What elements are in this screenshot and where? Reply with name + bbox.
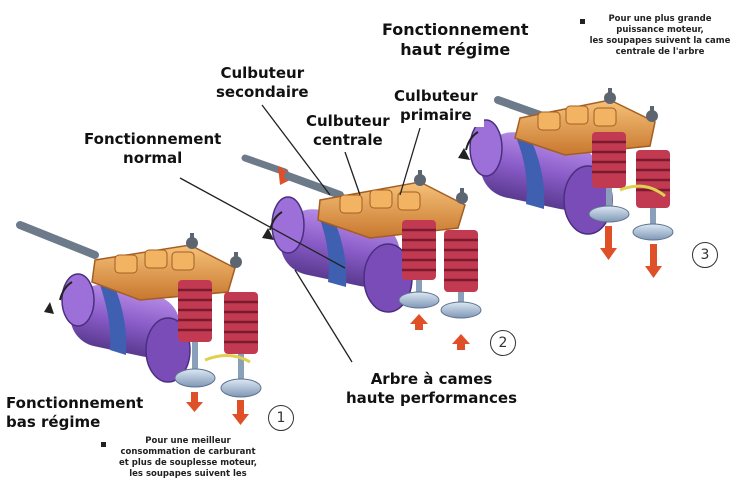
label-arbre-line1: Arbre à cames: [370, 370, 493, 388]
note-bottom-line4: les soupapes suivent les: [129, 469, 247, 480]
leader-lines: [179, 104, 421, 363]
label-haut-regime-line2: haut régime: [400, 40, 511, 59]
rocker-shaft: [16, 221, 99, 259]
label-culbuteur-primaire: Culbuteur primaire: [388, 85, 484, 127]
note-bottom-line2: consommation de carburant: [120, 447, 256, 458]
step-number-2: 2: [490, 330, 516, 356]
note-top-line2: puissance moteur,: [616, 25, 704, 36]
rockers: [91, 233, 242, 301]
label-culbuteur-centrale: Culbuteur centrale: [300, 110, 396, 152]
label-bas-regime-line2: bas régime: [6, 412, 101, 431]
label-bas-regime: Fonctionnement bas régime: [2, 392, 148, 434]
plunger: [241, 154, 289, 176]
label-centrale-line2: centrale: [312, 130, 383, 149]
note-top-line4: centrale de l'arbre: [615, 47, 705, 58]
note-bullet-top: [580, 19, 585, 24]
rockers: [317, 170, 468, 239]
assembly-haut-regime: [458, 88, 674, 278]
note-bottom-line3: et plus de souplesse moteur,: [119, 458, 257, 469]
label-haut-regime-line1: Fonctionnement: [382, 20, 529, 39]
valve-springs: [398, 220, 482, 319]
label-secondaire-line1: Culbuteur: [220, 64, 305, 82]
valve-springs: [588, 132, 674, 241]
rocker-shaft: [494, 96, 544, 119]
label-normal-line2: normal: [123, 148, 183, 167]
note-top-line3: les soupapes suivent la came: [589, 36, 731, 47]
label-arbre-a-cames: Arbre à cames haute performances: [340, 368, 524, 410]
note-bas-regime: Pour une meilleur consommation de carbur…: [108, 436, 268, 481]
note-bottom-line1: Pour une meilleur: [145, 436, 231, 446]
valve-arrows-down: [186, 392, 249, 425]
label-secondaire-line2: secondaire: [216, 82, 309, 101]
label-normal-line1: Fonctionnement: [84, 130, 222, 148]
note-haut-regime: Pour une plus grande puissance moteur, l…: [585, 14, 735, 59]
rockers: [514, 88, 658, 156]
assembly-bas-regime: [16, 221, 262, 425]
label-primaire-line1: Culbuteur: [394, 87, 478, 105]
label-haut-regime: Fonctionnement haut régime: [376, 18, 535, 62]
label-primaire-line2: primaire: [399, 105, 472, 124]
assembly-normal: [241, 154, 482, 350]
valve-arrows-down: [600, 226, 662, 278]
valve-springs: [174, 280, 262, 398]
camshaft: [44, 273, 191, 383]
label-fonctionnement-normal: Fonctionnement normal: [78, 128, 228, 170]
label-centrale-line1: Culbuteur: [306, 112, 390, 130]
step-number-1: 1: [268, 405, 294, 431]
label-bas-regime-line1: Fonctionnement: [6, 394, 144, 412]
note-bullet-bottom: [101, 442, 106, 447]
label-arbre-line2: haute performances: [346, 388, 518, 407]
step-number-3: 3: [692, 242, 718, 268]
label-culbuteur-secondaire: Culbuteur secondaire: [210, 62, 315, 104]
valve-arrows-up: [410, 314, 470, 350]
note-top-line1: Pour une plus grande: [608, 14, 712, 24]
